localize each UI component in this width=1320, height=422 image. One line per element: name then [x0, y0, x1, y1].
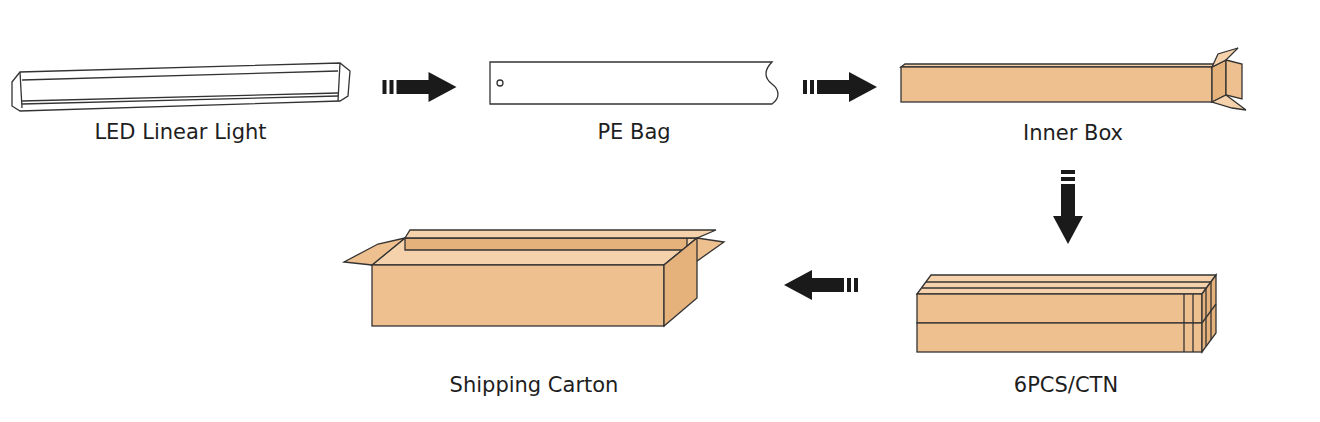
arrow-part — [397, 80, 430, 94]
arrow-part — [810, 80, 814, 94]
flow-arrow — [803, 72, 877, 102]
pe-bag-drawing — [490, 62, 778, 104]
arrow-part — [429, 72, 457, 102]
flow-arrow — [784, 270, 858, 300]
arrow-part — [383, 80, 387, 94]
step-node: Inner Box — [898, 46, 1248, 146]
arrow-part — [390, 80, 394, 94]
shipping-carton-drawing — [344, 230, 724, 326]
step-node: PE Bag — [486, 56, 782, 145]
inner-box-drawing — [901, 48, 1246, 110]
led-linear-light-drawing — [12, 63, 350, 111]
arrow-part — [817, 80, 850, 94]
step-node: LED Linear Light — [8, 58, 353, 145]
step-label: LED Linear Light — [90, 120, 270, 145]
flow-arrow — [383, 72, 457, 102]
arrow-part — [1061, 170, 1075, 174]
step-label: PE Bag — [593, 120, 674, 145]
arrow-part — [849, 72, 877, 102]
step-label: Shipping Carton — [446, 373, 623, 398]
step-node: 6PCS/CTN — [912, 268, 1220, 398]
step-label: 6PCS/CTN — [1010, 373, 1122, 398]
arrow-part — [784, 270, 812, 300]
arrow-part — [1061, 177, 1075, 181]
carton-stack-drawing — [917, 275, 1216, 352]
arrow-part — [854, 278, 858, 292]
step-node: Shipping Carton — [338, 224, 730, 398]
flow-arrow — [1053, 170, 1083, 244]
arrow-part — [1053, 216, 1083, 244]
arrow-part — [803, 80, 807, 94]
arrow-part — [847, 278, 851, 292]
arrow-part — [811, 278, 844, 292]
arrow-part — [1061, 184, 1075, 217]
step-label: Inner Box — [1019, 121, 1127, 146]
